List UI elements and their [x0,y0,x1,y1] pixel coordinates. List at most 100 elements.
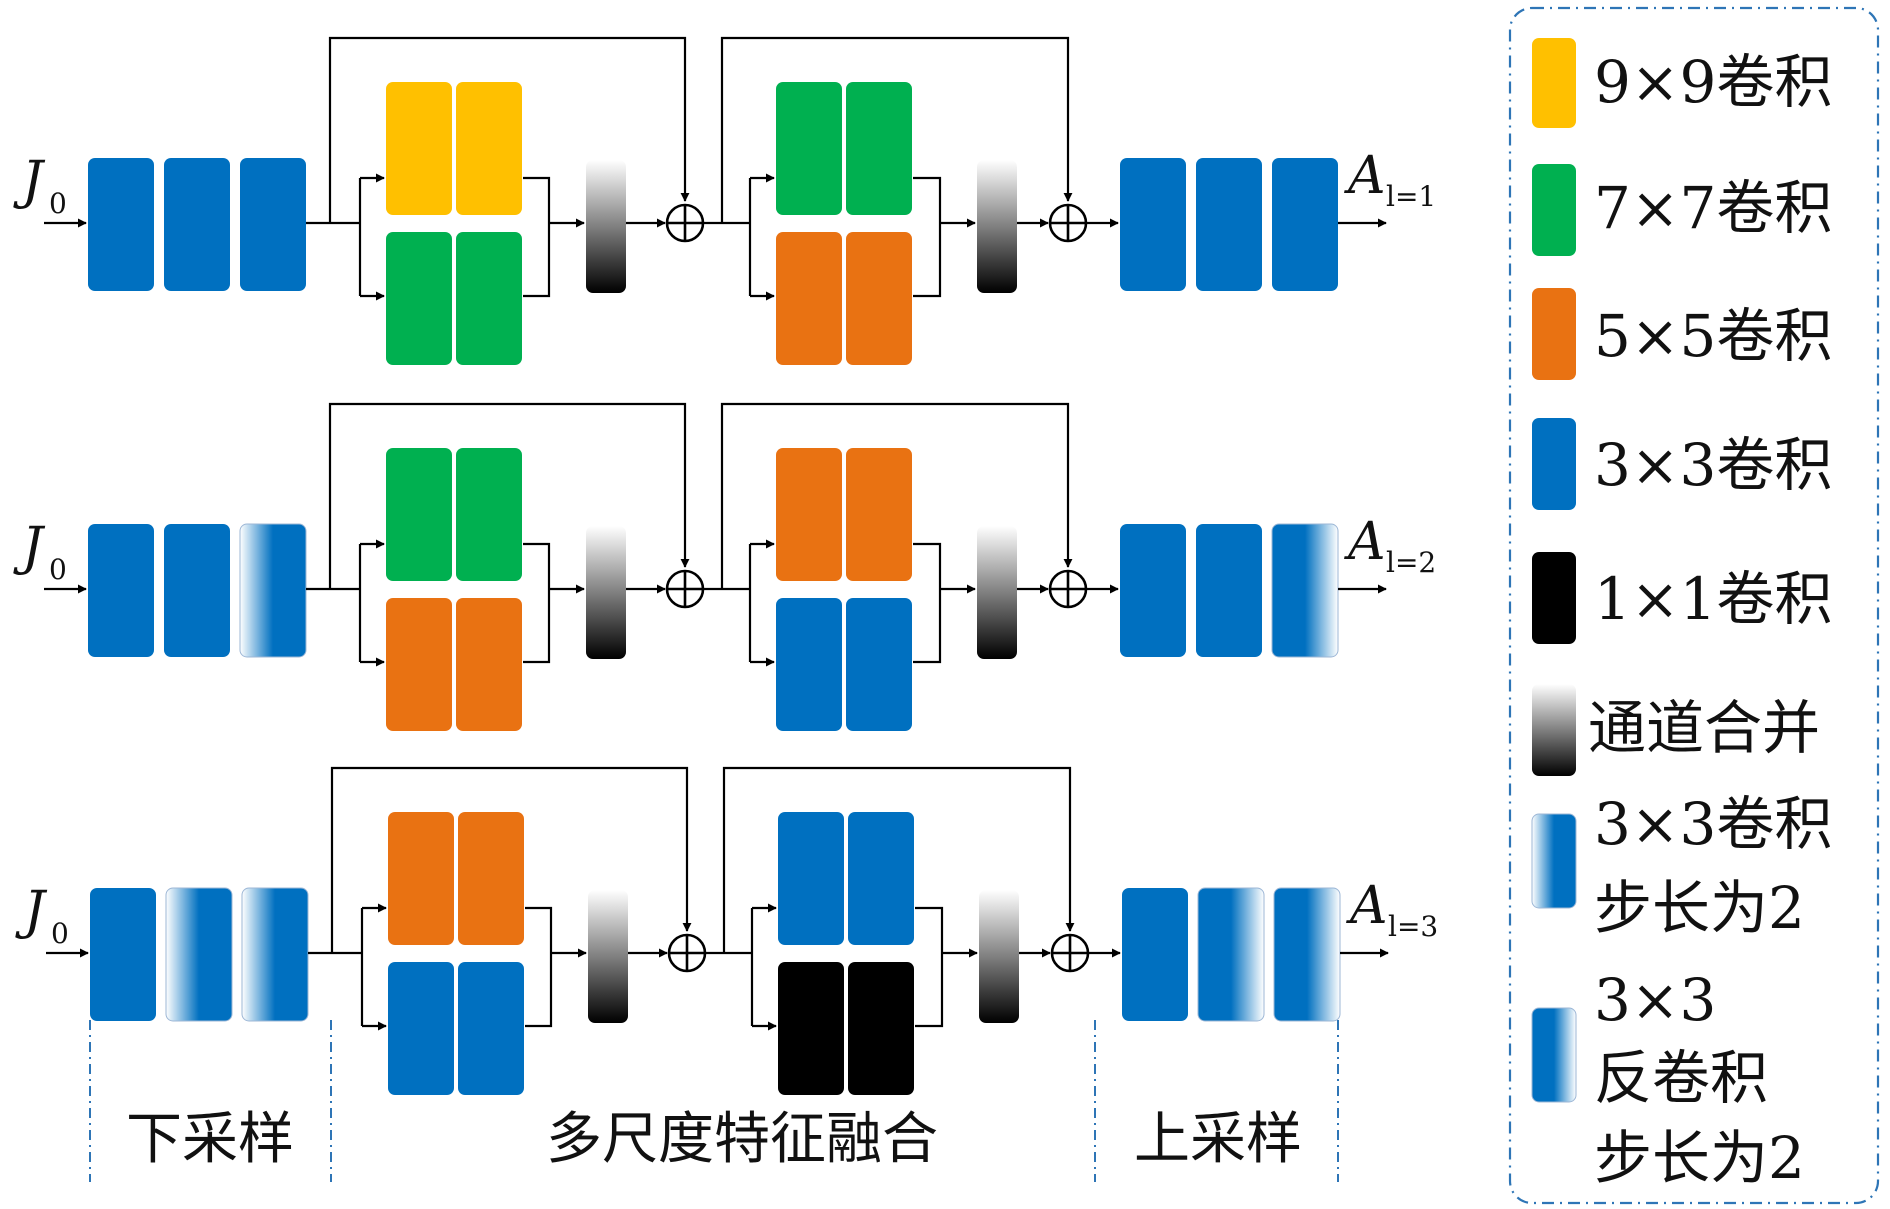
merge-line [913,542,942,664]
fusion-conv-block [456,232,522,365]
legend-label: 3×3 [1594,966,1716,1034]
input-subscript: 0 [49,187,67,220]
sum-node [1048,569,1088,609]
fusion-conv-block [388,812,454,945]
fusion-conv-block [458,812,524,945]
sum-cross [667,205,703,241]
sum-node [1050,933,1090,973]
merge-line [523,176,551,298]
input-label: J [13,517,46,577]
legend-label: 反卷积 [1594,1044,1768,1112]
section-labels: 下采样 多尺度特征融合 上采样 [89,1020,1339,1182]
upsample-block [1122,888,1188,1021]
channel-concat-block [586,160,626,293]
legend-label: 步长为2 [1594,874,1805,942]
input-subscript: 0 [49,553,67,586]
fusion-conv-block [846,598,912,731]
downsample-block [164,524,230,657]
fusion-conv-block [848,812,914,945]
legend-label: 7×7卷积 [1594,174,1832,242]
upsample-block [1273,887,1341,1022]
legend-item-c9: 9×9卷积 [1532,38,1832,128]
legend-item-c5: 5×5卷积 [1532,288,1832,380]
fusion-conv-block [778,812,844,945]
fusion-conv-block [388,962,454,1095]
fusion-conv-block [776,598,842,731]
legend-label: 3×3卷积 [1594,790,1832,858]
legend-swatch [1531,813,1577,909]
section-label-downsample: 下采样 [126,1107,294,1172]
sum-node [665,203,705,243]
legend-item-concat: 通道合并 [1532,684,1820,776]
sum-cross [667,571,703,607]
fusion-conv-block [386,82,452,215]
downsample-block [240,158,306,291]
downsample-block [165,887,233,1022]
downsample-block [164,158,230,291]
fusion-conv-block [776,448,842,581]
fusion-conv-block [386,232,452,365]
sum-cross [669,935,705,971]
fusion-conv-block [846,448,912,581]
input-label: J [13,151,46,211]
legend-label: 5×5卷积 [1594,302,1832,370]
sum-node [665,569,705,609]
upsample-block [1271,523,1339,658]
legend-swatch [1532,288,1576,380]
sum-cross [1050,205,1086,241]
sum-cross [1052,935,1088,971]
output-label: A [1344,512,1386,572]
fusion-conv-block [776,82,842,215]
legend-label: 3×3卷积 [1594,431,1832,499]
upsample-block [1120,524,1186,657]
legend-label: 步长为2 [1594,1124,1805,1192]
output-subscript: l=3 [1388,910,1438,943]
downsample-block [88,158,154,291]
sum-node [1048,203,1088,243]
legend-swatch [1532,684,1576,776]
skip-connection [722,766,1075,953]
skip-connection [328,36,690,223]
input-subscript: 0 [51,917,69,950]
legend-swatch [1532,38,1576,128]
legend-swatch [1532,164,1576,256]
channel-concat-block [977,160,1017,293]
section-label-fusion: 多尺度特征融合 [546,1107,938,1172]
legend-label: 9×9卷积 [1594,48,1832,116]
downsample-block [241,887,309,1022]
legend-swatch [1532,418,1576,510]
downsample-block [239,523,307,658]
legend-swatch [1532,552,1576,644]
input-label: J [15,881,48,941]
merge-line [523,542,551,664]
legend-item-c1: 1×1卷积 [1532,552,1832,644]
sum-node [667,933,707,973]
fusion-conv-block [778,962,844,1095]
merge-line [915,906,944,1028]
upsample-block [1272,158,1338,291]
upsample-block [1120,158,1186,291]
skip-connection [720,402,1073,589]
fusion-conv-block [776,232,842,365]
legend-label: 1×1卷积 [1594,565,1832,633]
skip-connection [328,402,690,589]
output-label: A [1344,146,1386,206]
merge-line [525,906,553,1028]
skip-connection [330,766,692,953]
channel-concat-block [977,526,1017,659]
output-label: A [1346,876,1388,936]
fusion-conv-block [846,82,912,215]
legend-swatch [1531,1007,1577,1103]
legend-item-c3: 3×3卷积 [1532,418,1832,510]
output-subscript: l=2 [1386,546,1436,579]
fusion-conv-block [456,448,522,581]
legend: 9×9卷积7×7卷积5×5卷积3×3卷积1×1卷积通道合并3×3卷积步长为23×… [1508,6,1880,1205]
fusion-conv-block [846,232,912,365]
fusion-conv-block [848,962,914,1095]
section-label-upsample: 上采样 [1134,1107,1302,1172]
channel-concat-block [979,890,1019,1023]
